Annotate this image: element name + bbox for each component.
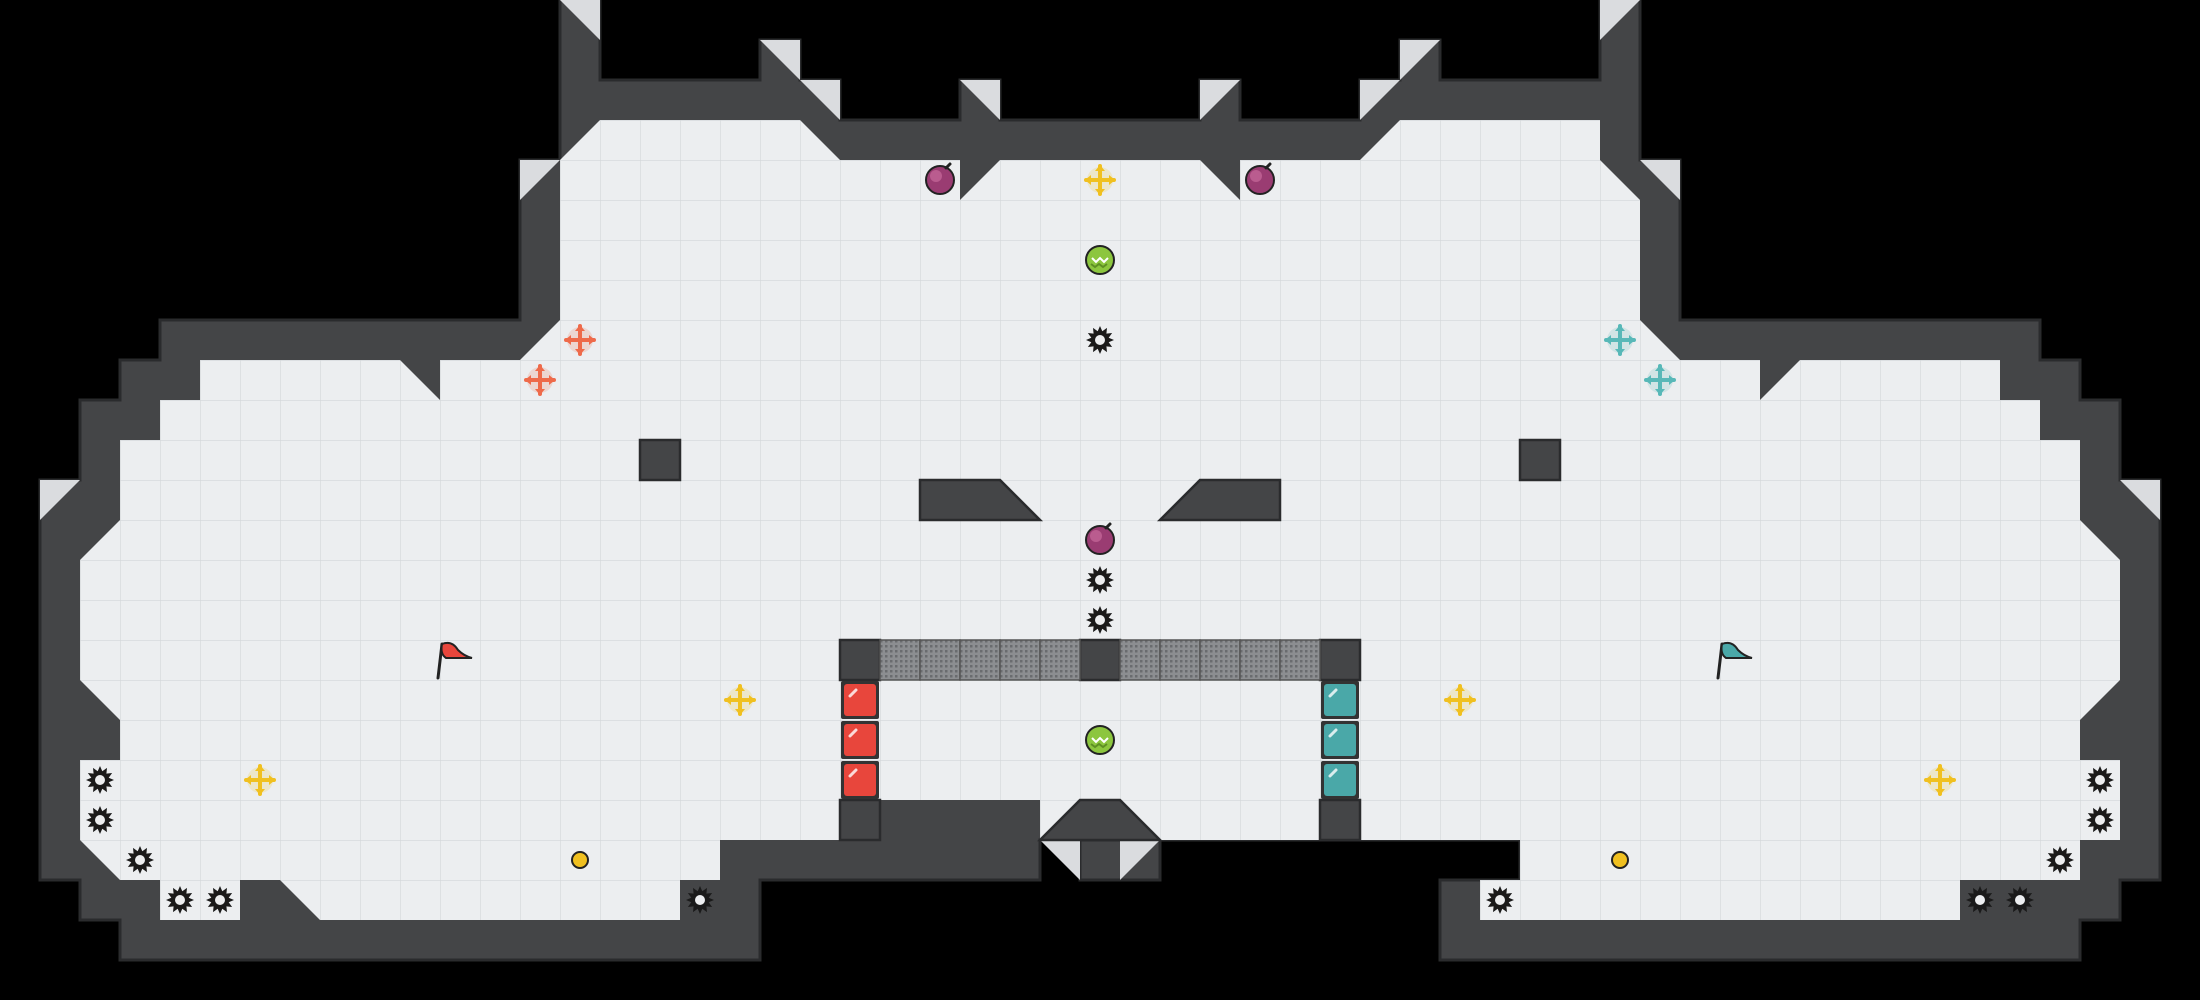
mesh-barrier: [879, 639, 1321, 681]
boost-icon: [244, 764, 276, 796]
blue-gate-gate-icon: [1321, 681, 1359, 719]
button-icon: [571, 851, 589, 869]
boost-icon: [1084, 164, 1116, 196]
mesh-tile: [1119, 639, 1161, 681]
left-ramp: [918, 478, 1044, 522]
spike-icon: [126, 846, 154, 874]
center-bump: [1036, 798, 1164, 842]
mesh-tile: [999, 639, 1041, 681]
spike-icon: [2086, 766, 2114, 794]
gate-frame-left-top: [838, 638, 882, 682]
spike-icon: [166, 886, 194, 914]
red-gate-gate-icon: [841, 681, 879, 719]
gate-frame-left-bottom: [838, 798, 882, 842]
wall-highlights: [40, 0, 2160, 880]
spike-icon: [2046, 846, 2074, 874]
red-flag-icon: [436, 641, 473, 680]
button-icon: [1611, 851, 1629, 869]
blue-boost-icon: [1604, 324, 1636, 356]
powerup-icon: [1085, 245, 1115, 275]
bomb-icon: [1085, 522, 1115, 555]
spike-icon: [2086, 806, 2114, 834]
bomb-icon: [925, 162, 955, 195]
red-gate-gate-icon: [841, 721, 879, 759]
gate-frame-center: [1078, 638, 1122, 682]
blue-gate-gate-icon: [1321, 721, 1359, 759]
spike-icon: [1486, 886, 1514, 914]
mesh-tile: [1039, 639, 1081, 681]
mesh-tile: [1159, 639, 1201, 681]
spike-icon: [1086, 606, 1114, 634]
team-gates: [841, 681, 1359, 799]
gate-frame-right-bottom: [1318, 798, 1362, 842]
gate-frame-right-top: [1318, 638, 1362, 682]
right-pillar: [1518, 438, 1562, 482]
mesh-tile: [1239, 639, 1281, 681]
red-gate-gate-icon: [841, 761, 879, 799]
blue-gate-gate-icon: [1321, 761, 1359, 799]
arena-floor: [80, 120, 2120, 920]
mesh-tile: [959, 639, 1001, 681]
spike-icon: [1966, 886, 1994, 914]
spike-icon: [206, 886, 234, 914]
powerup-icon: [1085, 725, 1115, 755]
spike-icon: [2006, 886, 2034, 914]
mesh-tile: [1279, 639, 1321, 681]
mesh-tile: [879, 639, 921, 681]
spike-icon: [1086, 566, 1114, 594]
boost-icon: [1924, 764, 1956, 796]
red-boost-icon: [564, 324, 596, 356]
left-pillar: [638, 438, 682, 482]
spike-icon: [686, 886, 714, 914]
map-objects: [86, 162, 2114, 914]
blue-boost-icon: [1644, 364, 1676, 396]
blue-flag-icon: [1716, 641, 1753, 680]
boost-icon: [1444, 684, 1476, 716]
spike-icon: [1086, 326, 1114, 354]
right-ramp: [1156, 478, 1282, 522]
mesh-tile: [919, 639, 961, 681]
bomb-icon: [1245, 162, 1275, 195]
spike-icon: [86, 806, 114, 834]
mesh-tile: [1199, 639, 1241, 681]
boost-icon: [724, 684, 756, 716]
red-boost-icon: [524, 364, 556, 396]
spike-icon: [86, 766, 114, 794]
inner-walls: [638, 438, 1562, 842]
